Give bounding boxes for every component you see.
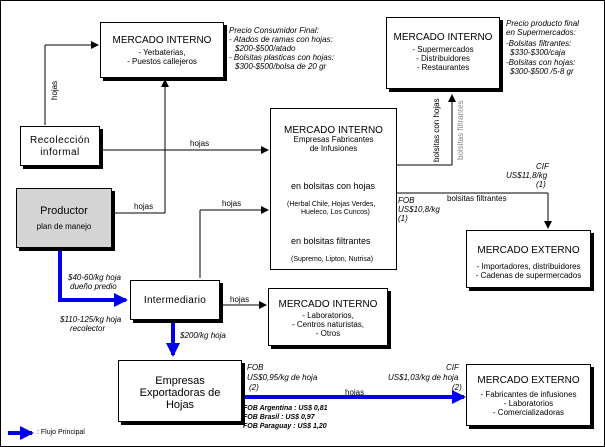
price-note-line: Precio Consumidor Final: [229, 26, 319, 35]
label-hojas-productor: hojas [134, 202, 154, 211]
label-bolsitas-hojas-vertical: bolsitas con hojas [432, 98, 441, 162]
box-title: MERCADO INTERNO [278, 299, 378, 310]
mercado-externo-fabricantes-box: MERCADO EXTERNO - Fabricantes de infusio… [466, 364, 591, 426]
bolsitas-hojas-label: en bolsitas con hojas [291, 181, 376, 191]
label-hojas-intermediario: hojas [222, 199, 242, 208]
productor-price-note: dueño predio [70, 282, 117, 291]
price-note-line: $200-$500/atado [235, 44, 296, 53]
cif1-ref: (1) [536, 180, 546, 189]
box-title: MERCADO INTERNO [393, 32, 493, 43]
intermediario-price-note: recolector [70, 324, 106, 333]
brands-hojas: Hueleco, Los Cuncos) [301, 209, 370, 216]
mercado-interno-supermercados-box: MERCADO INTERNO - Supermercados - Distri… [386, 17, 500, 89]
fob-brasil: FOB Brasil : US$ 0,97 [243, 414, 315, 421]
intermediario-box: Intermediario [130, 280, 220, 320]
main-flow-productor-intermediario [58, 248, 128, 307]
box-item: - Laboratorios [503, 399, 554, 408]
label-hojas-export: hojas [345, 388, 365, 397]
box-item: - Yerbaterias, [138, 48, 186, 57]
cif2-label: CIF [446, 363, 459, 372]
mercado-interno-laboratorios-box: MERCADO INTERNO - Laboratorios, - Centro… [268, 288, 388, 346]
price-note-line: - Bolsitas plasticas con hojas: [229, 53, 334, 62]
box-title: MERCADO EXTERNO [477, 245, 580, 256]
recoleccion-informal-box: Recolección informal [20, 126, 100, 166]
price-note-line: Precio producto final [506, 19, 579, 28]
price-note-line: $300-$500/bolsa de 20 gr [235, 62, 327, 71]
fob-argentina: FOB Argentina : US$ 0,81 [243, 405, 328, 412]
label-bolsitas-filtrantes-vertical: bolsitas filtrantes [456, 100, 465, 160]
box-title: MERCADO EXTERNO [477, 375, 580, 386]
fob1-price: US$10,8/kg [398, 205, 440, 214]
box-label: Hojas [165, 399, 195, 411]
box-item: - Supermercados [412, 45, 474, 54]
brands-hojas: (Herbal Chile, Hojas Verdes, [287, 201, 376, 208]
mercado-interno-fabricantes-box: MERCADO INTERNO Empresas Fabricantes de … [270, 108, 397, 270]
cif1-label: CIF [536, 162, 549, 171]
box-item: - Restaurantes [416, 63, 470, 72]
fob1-ref: (1) [398, 214, 408, 223]
price-note-line: -Bolsitas con hojas: [506, 58, 576, 67]
empresas-exportadoras-box: Empresas Exportadoras de Hojas [118, 360, 242, 422]
price-note-line: -Bolsitas filtrantes: [506, 39, 572, 48]
label-bolsitas-filtrantes: bolsitas filtrantes [447, 194, 507, 203]
box-item: - Puestos callejeros [127, 57, 197, 66]
fob2-ref: (2) [249, 383, 259, 392]
cif1-price: US$11,8/kg [506, 171, 548, 180]
label-hojas-recoleccion: hojas [50, 80, 59, 100]
box-item: - Distribuidores [416, 54, 470, 63]
bolsitas-filtrantes-label: en bolsitas filtrantes [291, 236, 371, 246]
box-item: - Comercializadoras [492, 408, 565, 417]
intermediario-price: $110-125/kg hoja [60, 315, 122, 324]
box-title: MERCADO INTERNO [112, 35, 212, 46]
fob2-price: US$0,95/kg de hoja [247, 373, 318, 382]
box-label: informal [40, 147, 80, 158]
box-label: Recolección [30, 135, 90, 146]
mercado-interno-yerbaterias-box: MERCADO INTERNO - Yerbaterias, - Puestos… [100, 22, 224, 78]
fob2-label: FOB [247, 363, 264, 372]
price-note-line: $300-$500 /5-8 gr [510, 67, 574, 76]
fob-paraguay: FOB Paraguay : US$ 1,20 [243, 423, 327, 430]
fob1-label: FOB [398, 196, 415, 205]
box-item: - Cadenas de supermercados [475, 271, 582, 280]
box-label: Exportadoras de [139, 387, 221, 399]
label-hojas-fab: hojas [190, 139, 210, 148]
price-note-line: - Atados de ramas con hojas: [229, 35, 333, 44]
cif2-price: US$1,03/kg de hoja [388, 373, 459, 382]
productor-box: Productor plan de manejo [16, 188, 112, 248]
mercado-externo-importadores-box: MERCADO EXTERNO - Importadores, distribu… [466, 230, 591, 288]
legend-label: : Flujo Principal [37, 429, 85, 436]
box-label: Productor [40, 205, 88, 217]
box-item: - Laboratorios, [302, 311, 354, 320]
cif2-ref: (2) [452, 383, 462, 392]
box-title: MERCADO INTERNO [284, 125, 383, 136]
box-sub: de Infusiones [309, 144, 358, 153]
box-item: - Otros [315, 329, 341, 338]
productor-price: $40-60/kg hoja [68, 273, 121, 282]
box-sub: Empresas Fabricantes [293, 135, 374, 144]
label-hojas-lab: hojas [230, 295, 250, 304]
box-item: - Fabricantes de infusiones [480, 390, 577, 399]
box-label: Empresas [155, 375, 205, 387]
box-label: Intermediario [143, 295, 207, 306]
box-item: - Importadores, distribuidores [476, 262, 581, 271]
box-item: - Centros naturistas, [291, 320, 365, 329]
box-sublabel: plan de manejo [36, 222, 92, 231]
brands-filtrantes: (Supremo, Lipton, Nutrisa) [291, 256, 374, 263]
exportadoras-price: $200/kg hoja [180, 331, 226, 340]
price-note-line: en Supermercados: [506, 28, 576, 37]
price-note-line: $330-$300/caja [510, 48, 566, 57]
